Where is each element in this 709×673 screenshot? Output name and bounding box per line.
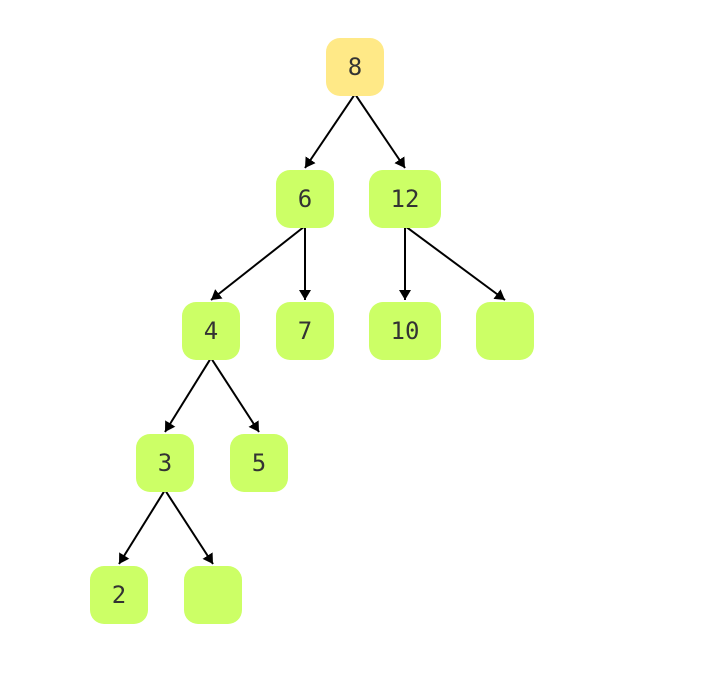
tree-node-label: 6 [298, 185, 312, 213]
tree-node-box [90, 566, 148, 624]
tree-node-box [276, 170, 334, 228]
tree-node-5: 5 [230, 434, 288, 492]
tree-node-empty [476, 302, 534, 360]
tree-node-7: 7 [276, 302, 334, 360]
tree-node-box [182, 302, 240, 360]
tree-node-box [369, 170, 441, 228]
tree-node-4: 4 [182, 302, 240, 360]
tree-node-label: 8 [348, 53, 362, 81]
tree-node-box [276, 302, 334, 360]
tree-node-box [369, 302, 441, 360]
tree-node-box [136, 434, 194, 492]
edge-n8-n6 [304, 95, 355, 169]
tree-node-label: 3 [158, 449, 172, 477]
edge-n3-nE2 [165, 491, 214, 565]
tree-node-12: 12 [369, 170, 441, 228]
tree-node-label: 7 [298, 317, 312, 345]
tree-node-label: 2 [112, 581, 126, 609]
tree-node-2: 2 [90, 566, 148, 624]
tree-node-6: 6 [276, 170, 334, 228]
tree-node-empty [184, 566, 242, 624]
tree-node-label: 10 [391, 317, 420, 345]
tree-node-box [476, 302, 534, 360]
tree-node-box [230, 434, 288, 492]
tree-node-box [184, 566, 242, 624]
tree-node-8: 8 [326, 38, 384, 96]
edge-n6-n4 [210, 226, 305, 301]
edge-n12-nE1 [406, 226, 506, 301]
tree-node-3: 3 [136, 434, 194, 492]
edge-n4-n5 [211, 359, 260, 433]
tree-node-label: 4 [204, 317, 218, 345]
nodes-layer: 8 6 12 4 7 10 3 5 2 [90, 38, 534, 624]
edges-layer [118, 95, 506, 565]
edge-n4-n3 [164, 359, 211, 433]
tree-node-label: 5 [252, 449, 266, 477]
edge-n8-n12 [355, 95, 406, 169]
tree-node-10: 10 [369, 302, 441, 360]
tree-node-label: 12 [391, 185, 420, 213]
edge-n3-n2 [118, 491, 165, 565]
tree-node-box [326, 38, 384, 96]
